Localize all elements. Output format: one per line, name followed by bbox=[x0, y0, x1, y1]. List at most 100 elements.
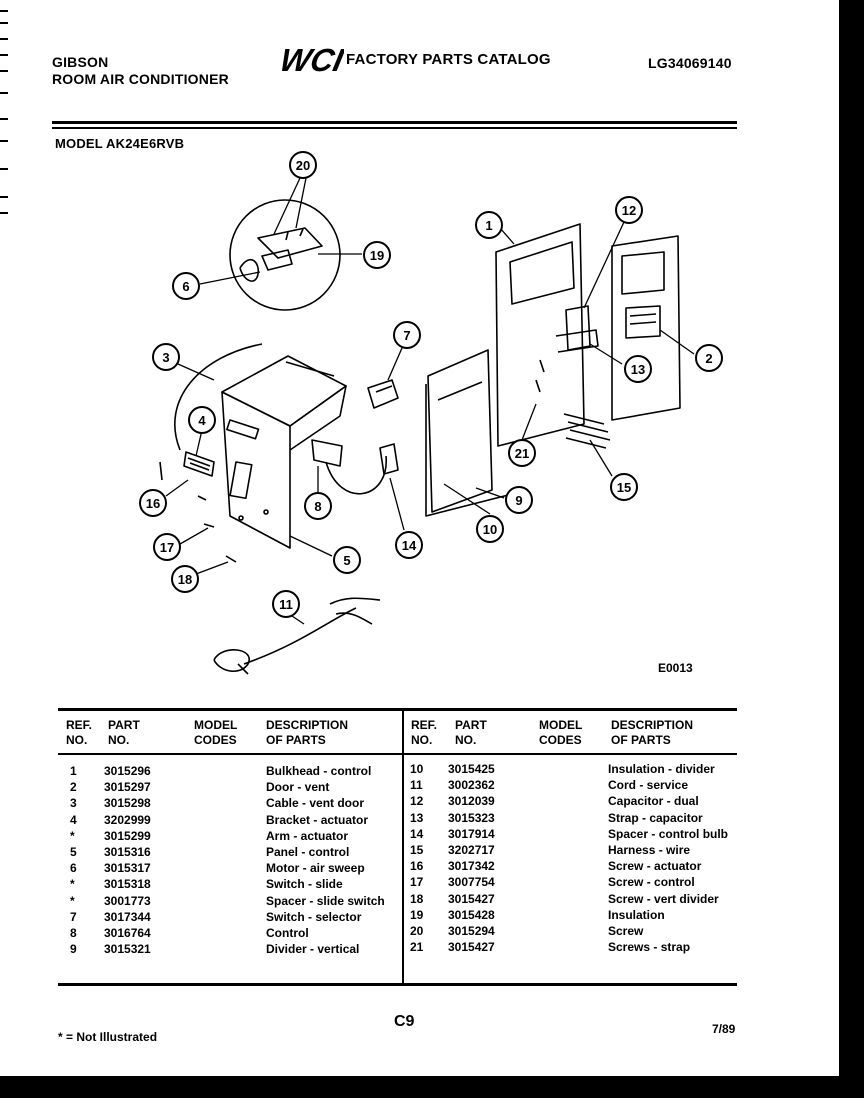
part-no: 3012039 bbox=[448, 794, 495, 809]
part-no: 3001773 bbox=[104, 893, 151, 908]
callout-3: 3 bbox=[162, 350, 169, 365]
motor-air-sweep bbox=[239, 258, 260, 282]
ref-no: 16 bbox=[410, 859, 424, 874]
description: Cord - service bbox=[608, 778, 689, 793]
callout-21: 21 bbox=[515, 446, 529, 461]
callout-7: 7 bbox=[403, 328, 410, 343]
bulkhead-control bbox=[495, 223, 585, 447]
description: Bracket - actuator bbox=[266, 812, 369, 827]
callout-4: 4 bbox=[198, 413, 206, 428]
description: Screw - control bbox=[608, 875, 695, 890]
part-no: 3016764 bbox=[104, 926, 151, 940]
product-type: ROOM AIR CONDITIONER bbox=[52, 71, 229, 87]
ref-no: 4 bbox=[70, 812, 77, 827]
control-panel-front bbox=[221, 391, 291, 549]
revision-date: 7/89 bbox=[712, 1022, 736, 1036]
part-no: 3015428 bbox=[448, 907, 495, 922]
callout-9: 9 bbox=[515, 493, 522, 508]
description: Strap - capacitor bbox=[608, 810, 703, 825]
part-no: 3017914 bbox=[448, 826, 495, 841]
callout-16: 16 bbox=[146, 496, 160, 511]
page-border-bottom bbox=[0, 1076, 864, 1098]
callout-balloons bbox=[139, 151, 723, 618]
brand-name: GIBSON bbox=[52, 54, 109, 70]
catalog-title: FACTORY PARTS CATALOG bbox=[346, 51, 551, 68]
screw-control-b bbox=[203, 523, 215, 528]
vent-door-cable bbox=[174, 343, 263, 451]
ref-no: 9 bbox=[70, 942, 77, 957]
control-thermostat bbox=[311, 439, 343, 467]
description: Bulkhead - control bbox=[266, 764, 372, 778]
callout-20: 20 bbox=[296, 158, 310, 173]
selector-switch bbox=[367, 379, 399, 409]
description: Screw - vert divider bbox=[608, 891, 719, 906]
part-no: 3202999 bbox=[104, 812, 151, 827]
part-no: 3015318 bbox=[104, 877, 151, 892]
control-panel-top bbox=[221, 355, 347, 427]
figure-reference: E0013 bbox=[658, 661, 693, 675]
ref-no: 13 bbox=[410, 810, 424, 825]
capacitor-strap bbox=[555, 329, 599, 353]
part-no: 3015299 bbox=[104, 828, 151, 843]
ref-no: 20 bbox=[410, 924, 424, 938]
table-rule-header bbox=[58, 753, 737, 755]
ref-no: 19 bbox=[410, 907, 424, 922]
ref-no: 12 bbox=[410, 794, 424, 809]
callout-18: 18 bbox=[178, 572, 192, 587]
ref-no: 14 bbox=[410, 826, 424, 841]
callout-17: 17 bbox=[160, 540, 174, 555]
page-border-right bbox=[839, 0, 864, 1098]
description: Motor - air sweep bbox=[266, 861, 365, 876]
description: Capacitor - dual bbox=[608, 794, 699, 809]
ref-no: 2 bbox=[70, 780, 77, 795]
ref-no: 10 bbox=[410, 762, 424, 776]
header-rule-bottom bbox=[52, 127, 737, 129]
description: Cable - vent door bbox=[266, 796, 365, 811]
part-no: 3015427 bbox=[448, 891, 495, 906]
callout-1: 1 bbox=[485, 218, 492, 233]
header-ref-right: REF.NO. bbox=[411, 718, 438, 747]
ref-no: 5 bbox=[70, 845, 77, 859]
screw-actuator bbox=[159, 461, 163, 481]
part-no: 3007754 bbox=[448, 875, 495, 890]
description: Switch - slide bbox=[266, 877, 343, 892]
service-cord bbox=[243, 607, 357, 665]
description: Switch - selector bbox=[266, 909, 362, 924]
wci-logo: WCI bbox=[282, 44, 344, 74]
description: Insulation - divider bbox=[608, 762, 715, 776]
part-no: 3015316 bbox=[104, 845, 151, 859]
ref-no: 6 bbox=[70, 861, 77, 876]
control-bulb-spacer bbox=[379, 443, 399, 475]
page-code: C9 bbox=[394, 1013, 415, 1030]
ref-no: 8 bbox=[70, 926, 77, 940]
ref-no: * bbox=[70, 828, 75, 843]
header-rule-top bbox=[52, 121, 737, 124]
ref-no: 15 bbox=[410, 843, 424, 857]
part-no: 3017344 bbox=[104, 909, 151, 924]
part-no: 3015323 bbox=[448, 810, 495, 825]
description: Harness - wire bbox=[608, 843, 691, 857]
description: Arm - actuator bbox=[266, 828, 349, 843]
part-no: 3015425 bbox=[448, 762, 495, 776]
callout-19: 19 bbox=[370, 248, 384, 263]
part-no: 3015294 bbox=[448, 924, 495, 938]
ref-no: 18 bbox=[410, 891, 424, 906]
catalog-number: LG34069140 bbox=[648, 55, 732, 71]
description: Door - vent bbox=[266, 780, 330, 795]
part-no: 3017342 bbox=[448, 859, 495, 874]
ref-no: 17 bbox=[410, 875, 424, 890]
screw-vert-divider bbox=[225, 555, 237, 563]
callout-5: 5 bbox=[343, 553, 350, 568]
description: Panel - control bbox=[266, 845, 350, 859]
service-cord-plug bbox=[213, 649, 250, 672]
callout-2: 2 bbox=[705, 351, 712, 366]
header-ref-left: REF.NO. bbox=[66, 718, 93, 747]
model-number: MODEL AK24E6RVB bbox=[55, 136, 185, 151]
vertical-divider bbox=[427, 349, 493, 513]
callout-14: 14 bbox=[402, 538, 417, 553]
part-no: 3015296 bbox=[104, 764, 151, 778]
